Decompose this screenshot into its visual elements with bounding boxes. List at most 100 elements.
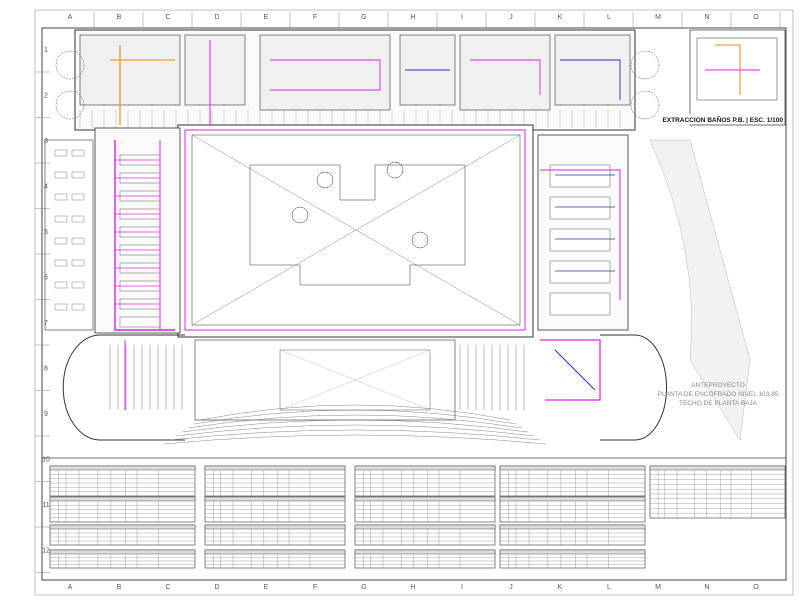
grid-column-label: A: [68, 584, 73, 591]
left-apse: [62, 334, 185, 441]
furniture: [54, 149, 68, 157]
landscape-hatch: [649, 139, 751, 441]
grid-row-label: 2: [44, 93, 48, 100]
furniture: [54, 171, 68, 179]
grid-row-label: 4: [44, 184, 48, 191]
table-title-bar: [649, 465, 786, 471]
furniture: [71, 215, 85, 223]
schedule-table: [204, 465, 346, 497]
grid-row-label: 10: [42, 457, 50, 464]
duct: [184, 129, 526, 331]
grid-column-label: E: [264, 14, 269, 21]
arc-step: [175, 424, 535, 437]
table-title-bar: [499, 524, 646, 530]
schedule-table: [354, 465, 496, 497]
grid-column-label: M: [655, 14, 661, 21]
furniture: [71, 171, 85, 179]
duct: [540, 169, 621, 300]
plaza: [194, 339, 456, 421]
duct: [554, 349, 596, 391]
arc-step: [187, 414, 523, 429]
arc-step: [163, 434, 547, 445]
grid-row-label: 3: [44, 138, 48, 145]
arc-step: [181, 419, 529, 433]
inset-title-backing: [664, 114, 784, 124]
table-title-bar: [499, 549, 646, 555]
tree: [630, 90, 660, 120]
grid-row-label: 6: [44, 275, 48, 282]
duct: [540, 339, 601, 401]
table-title-bar: [49, 549, 196, 555]
table-title-bar: [204, 496, 346, 502]
grid-row-label: 1: [44, 47, 48, 54]
duct: [715, 44, 741, 95]
furniture: [71, 303, 85, 311]
grid-column-label: N: [704, 584, 709, 591]
title-line-1: ANTEPROYECTO: [691, 382, 745, 389]
grid-column-label: H: [410, 14, 415, 21]
grid-row-label: 9: [44, 411, 48, 418]
column: [316, 171, 334, 189]
table-title-bar: [499, 496, 646, 502]
furniture: [54, 281, 68, 289]
room: [184, 34, 246, 106]
duct: [470, 59, 541, 95]
arc-step: [199, 404, 511, 421]
room: [549, 228, 611, 252]
grid-column-label: N: [704, 14, 709, 21]
tree: [55, 50, 85, 80]
table-title-bar: [204, 549, 346, 555]
grid-column-label: J: [509, 14, 513, 21]
title-block-text: ANTEPROYECTO PLANTA DE ENCOFRADO NIVEL 1…: [658, 382, 779, 407]
grid-row-label: 5: [44, 229, 48, 236]
inset-extraccion-banos: EXTRACCION BAÑOS P.B. | ESC. 1/100: [662, 29, 786, 126]
diagonal: [279, 349, 431, 411]
table-title-bar: [354, 496, 496, 502]
right-apse: [600, 334, 667, 441]
table-title-bar: [499, 465, 646, 471]
schedule-table: [649, 465, 786, 519]
grid-column-label: F: [313, 14, 317, 21]
furniture: [71, 149, 85, 157]
furniture: [54, 303, 68, 311]
grid-column-label: I: [461, 14, 463, 21]
grid-column-label: K: [558, 14, 563, 21]
tree: [630, 50, 660, 80]
furniture: [71, 259, 85, 267]
grid-column-label: K: [558, 584, 563, 591]
grid-column-label: B: [117, 584, 122, 591]
grid-column-label: J: [509, 584, 513, 591]
grid-row-label: 12: [42, 548, 50, 555]
grid-column-label: L: [607, 14, 611, 21]
grid-column-label: D: [214, 14, 219, 21]
grid-column-label: O: [753, 584, 759, 591]
room: [554, 34, 631, 106]
grid-row-label: 11: [42, 502, 49, 509]
grid-column-label: L: [607, 584, 611, 591]
room: [459, 34, 551, 111]
grid-column-label: B: [117, 14, 122, 21]
duct-layout: [110, 40, 760, 410]
grid-column-label: O: [753, 14, 759, 21]
title-line-2: PLANTA DE ENCOFRADO NIVEL 103.85: [658, 391, 779, 398]
drawing-frame: [34, 9, 794, 596]
grid-column-label: D: [214, 584, 219, 591]
grid-column-label: H: [410, 584, 415, 591]
room: [549, 196, 611, 220]
furniture: [54, 259, 68, 267]
table-title-bar: [354, 524, 496, 530]
grid-column-label: A: [68, 14, 73, 21]
furniture: [54, 193, 68, 201]
grid-column-label: G: [361, 14, 366, 21]
grid-row-label: 8: [44, 366, 48, 373]
central-structure: [249, 164, 466, 286]
diagonal: [191, 134, 521, 326]
furniture: [71, 281, 85, 289]
grid-labels: AABBCCDDEEFFGGHHIIJJKKLLMMNNOO1234567891…: [35, 12, 781, 591]
room: [549, 260, 611, 284]
grid-column-label: I: [461, 584, 463, 591]
column: [386, 161, 404, 179]
grid-column-label: C: [165, 14, 170, 21]
column: [411, 231, 429, 249]
room: [549, 292, 611, 316]
